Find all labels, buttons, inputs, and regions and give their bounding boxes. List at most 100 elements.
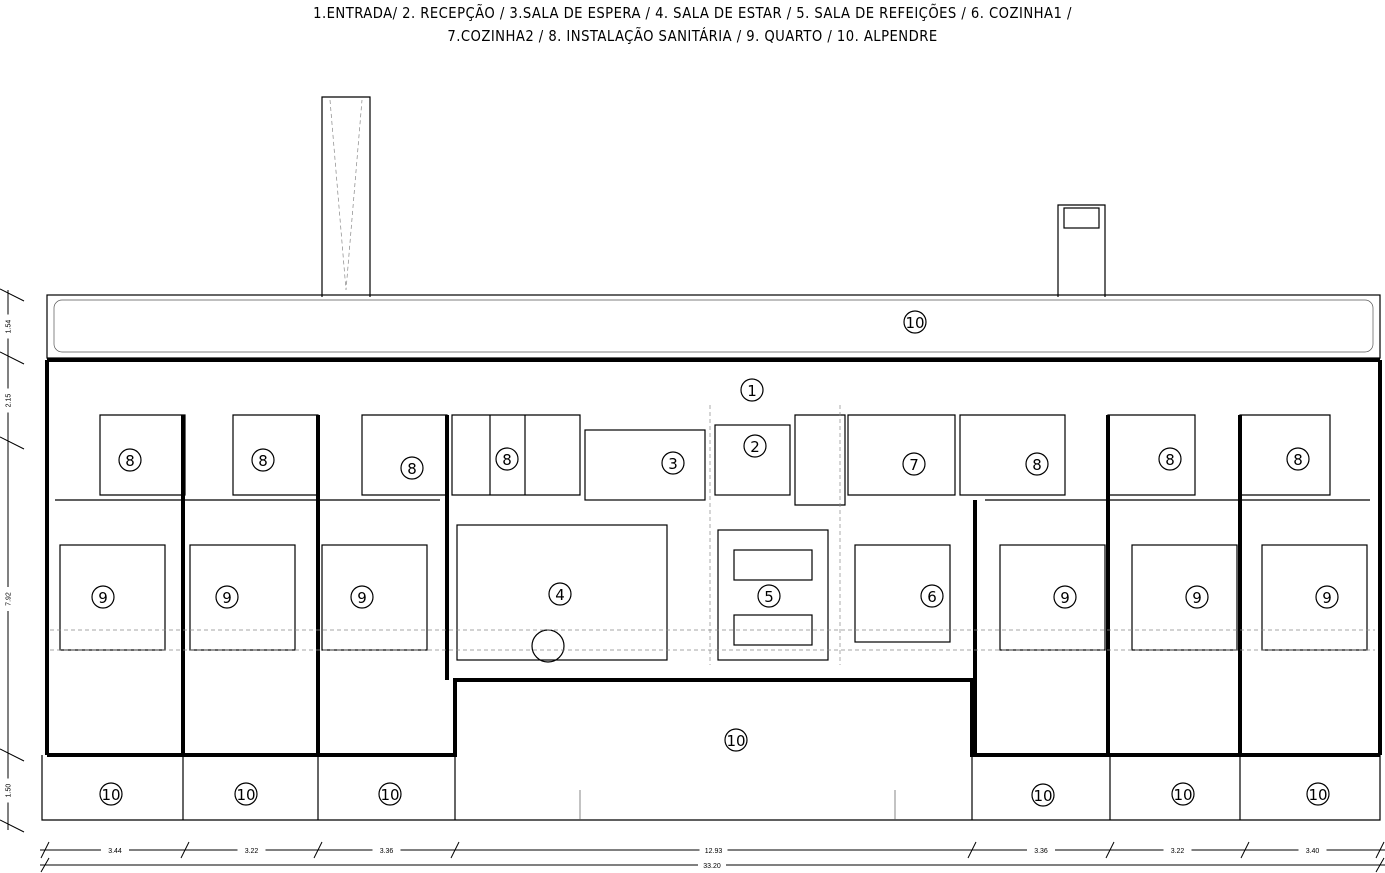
room-marker-circle (1306, 782, 1330, 806)
room-marker-8: 8 (1158, 447, 1182, 471)
room-marker-circle (1158, 447, 1182, 471)
room-marker-10: 10 (1031, 783, 1055, 807)
room-number: 2 (750, 438, 760, 456)
room-number: 1 (747, 382, 757, 400)
plan-walls (41, 96, 1382, 821)
room-number: 10 (101, 786, 120, 804)
room-marker-circle (251, 448, 275, 472)
room-marker-9: 9 (1185, 585, 1209, 609)
room-marker-9: 9 (350, 585, 374, 609)
room-marker-8: 8 (118, 448, 142, 472)
room-marker-circle (234, 782, 258, 806)
room-number: 7 (909, 456, 919, 474)
dimension-tick (40, 857, 50, 873)
dimension-tick (0, 748, 25, 762)
room-marker-circle (757, 584, 781, 608)
dimension-tick (0, 436, 25, 450)
room-number: 8 (502, 451, 512, 469)
dimension-label: 3.40 (1306, 848, 1320, 855)
room-number: 9 (1060, 589, 1070, 607)
room-marker-10: 10 (724, 728, 748, 752)
room-marker-circle (378, 782, 402, 806)
room-marker-circle (1025, 452, 1049, 476)
room-marker-10: 10 (99, 782, 123, 806)
room-marker-10: 10 (1306, 782, 1330, 806)
dimension-label: 3.36 (1034, 848, 1048, 855)
room-marker-circle (661, 451, 685, 475)
room-marker-8: 8 (251, 448, 275, 472)
dimension-tick (0, 351, 25, 365)
room-number: 5 (764, 588, 774, 606)
dimension-tick (450, 841, 460, 859)
room-marker-9: 9 (91, 585, 115, 609)
room-marker-3: 3 (661, 451, 685, 475)
room-number: 8 (407, 460, 417, 478)
room-number: 8 (1293, 451, 1303, 469)
dimension-label: 3.22 (245, 848, 259, 855)
room-marker-circle (1315, 585, 1339, 609)
dimension-tick (1105, 841, 1115, 859)
room-marker-circle (548, 582, 572, 606)
dimension-label: 1.54 (6, 320, 13, 334)
room-marker-circle (743, 434, 767, 458)
room-marker-circle (903, 310, 927, 334)
dimension-tick (1375, 857, 1385, 873)
dimension-tick (0, 819, 25, 833)
dimension-tick (40, 841, 50, 859)
dimension-label: 1.50 (6, 784, 13, 798)
room-marker-9: 9 (215, 585, 239, 609)
dimension-label: 3.22 (1171, 848, 1185, 855)
dimension-tick (967, 841, 977, 859)
room-marker-9: 9 (1315, 585, 1339, 609)
room-marker-circle (99, 782, 123, 806)
dimension-tick (1240, 841, 1250, 859)
room-number: 8 (1165, 451, 1175, 469)
dimension-tick (313, 841, 323, 859)
room-number: 9 (357, 589, 367, 607)
room-marker-circle (1171, 782, 1195, 806)
room-number: 9 (222, 589, 232, 607)
room-marker-6: 6 (920, 584, 944, 608)
room-marker-10: 10 (903, 310, 927, 334)
room-number: 9 (1192, 589, 1202, 607)
room-number: 10 (236, 786, 255, 804)
legend-line-1: 1.ENTRADA/ 2. RECEPÇÃO / 3.SALA DE ESPER… (313, 4, 1072, 22)
room-number: 10 (726, 732, 745, 750)
room-marker-circle (495, 447, 519, 471)
room-marker-circle (215, 585, 239, 609)
room-marker-circle (1053, 585, 1077, 609)
room-number: 10 (1173, 786, 1192, 804)
room-marker-circle (400, 456, 424, 480)
room-marker-8: 8 (400, 456, 424, 480)
room-marker-1: 1 (740, 378, 764, 402)
room-number: 10 (1033, 787, 1052, 805)
dimension-label: 7.92 (6, 592, 13, 606)
dimension-tick (180, 841, 190, 859)
room-marker-circle (91, 585, 115, 609)
dimension-label: 2.15 (6, 394, 13, 408)
room-marker-8: 8 (1025, 452, 1049, 476)
room-marker-9: 9 (1053, 585, 1077, 609)
room-marker-4: 4 (548, 582, 572, 606)
room-marker-8: 8 (495, 447, 519, 471)
room-number: 8 (125, 452, 135, 470)
room-number: 3 (668, 455, 678, 473)
room-number: 10 (1308, 786, 1327, 804)
room-marker-circle (724, 728, 748, 752)
room-marker-circle (1031, 783, 1055, 807)
dimension-label: 3.36 (380, 848, 394, 855)
room-number: 6 (927, 588, 937, 606)
room-marker-2: 2 (743, 434, 767, 458)
room-marker-circle (350, 585, 374, 609)
dimension-total-label: 33.20 (703, 863, 721, 870)
room-number: 9 (98, 589, 108, 607)
room-marker-8: 8 (1286, 447, 1310, 471)
dimension-tick (0, 288, 25, 302)
room-marker-circle (1286, 447, 1310, 471)
room-number: 9 (1322, 589, 1332, 607)
dimension-label: 3.44 (108, 848, 122, 855)
room-number: 8 (258, 452, 268, 470)
